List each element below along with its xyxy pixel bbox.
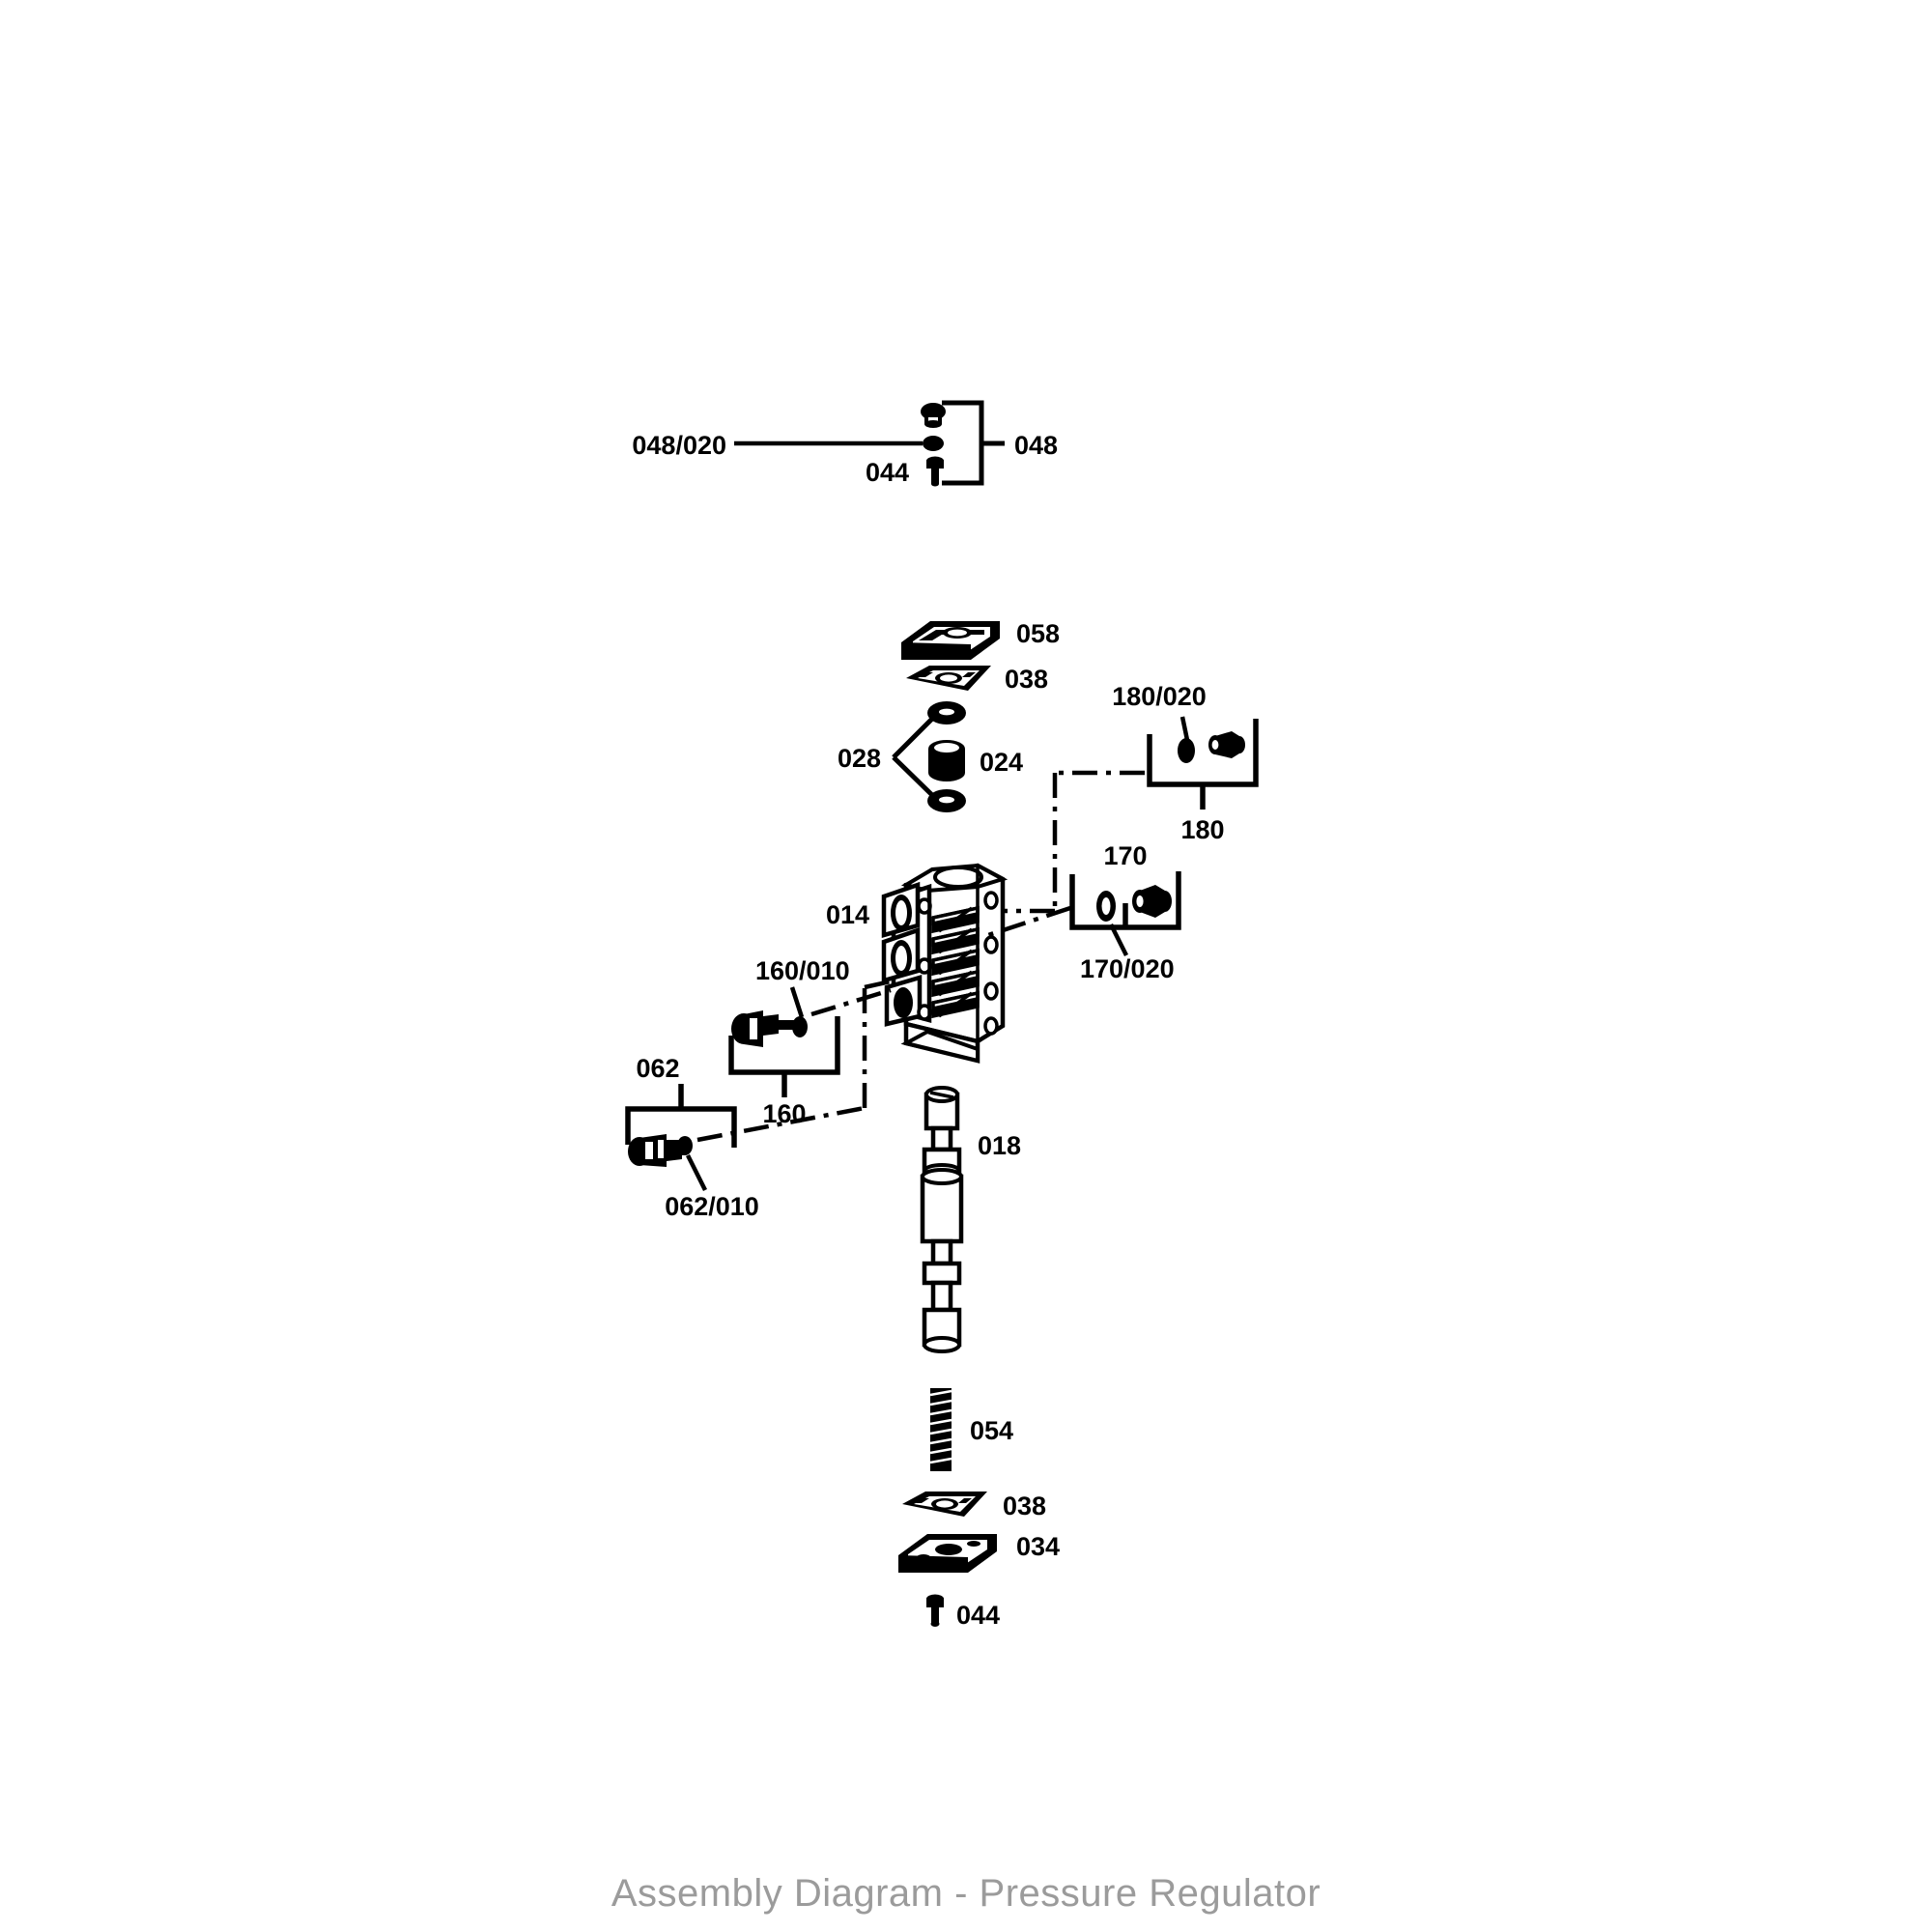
label-048: 048 [1014, 431, 1058, 460]
leader-chain-160 [810, 987, 892, 1017]
label-044-top: 044 [866, 458, 909, 487]
leader-170-020 [1108, 923, 1129, 957]
label-024: 024 [980, 748, 1023, 777]
label-160: 160 [762, 1099, 806, 1128]
label-018: 018 [978, 1131, 1021, 1160]
label-054: 054 [970, 1416, 1013, 1445]
part-062-010-oring [677, 1136, 693, 1155]
label-062: 062 [636, 1054, 679, 1083]
label-028: 028 [838, 744, 881, 773]
leader-chain-170 [987, 905, 1071, 938]
leader-160-010 [789, 986, 805, 1018]
label-038-bot: 038 [1003, 1492, 1046, 1520]
part-028-oring-lower [927, 789, 966, 812]
label-048-020: 048/020 [632, 431, 726, 460]
part-038-gasket-bottom [902, 1492, 987, 1517]
part-group-160 [728, 986, 840, 1097]
part-028-oring-upper [927, 701, 966, 724]
leader-062-010 [685, 1153, 708, 1192]
part-180-fitting [1208, 731, 1245, 758]
leader-180-020 [1179, 716, 1190, 741]
part-group-048 [734, 400, 1005, 486]
part-180-020-oring [1178, 738, 1195, 763]
part-014-valve-body [881, 863, 1009, 1064]
label-058: 058 [1016, 619, 1060, 648]
part-048-plug [921, 403, 946, 428]
part-160-sensor [731, 1010, 802, 1047]
label-170-020: 170/020 [1080, 954, 1175, 983]
part-038-gasket-top [906, 666, 991, 691]
part-170-fitting [1132, 885, 1172, 918]
part-group-170 [1069, 871, 1181, 957]
part-group-028-024 [892, 701, 966, 812]
label-014: 014 [826, 900, 869, 929]
label-170: 170 [1103, 841, 1147, 870]
part-160-010-oring [792, 1016, 808, 1037]
part-170-020-oring [1096, 891, 1116, 922]
label-034: 034 [1016, 1532, 1060, 1561]
part-054-spring [929, 1388, 952, 1471]
part-048-020-dot [923, 436, 944, 451]
part-group-180 [1147, 716, 1259, 810]
label-062-010: 062/010 [665, 1192, 759, 1221]
part-044-bolt-bottom [926, 1594, 944, 1627]
label-044-bot: 044 [956, 1601, 1000, 1630]
part-024-spacer [928, 740, 965, 781]
part-group-062 [625, 1084, 737, 1192]
part-018-valve-spool [920, 1086, 964, 1353]
label-038-top: 038 [1005, 665, 1048, 694]
label-160-010: 160/010 [755, 956, 850, 985]
label-180-020: 180/020 [1112, 682, 1207, 711]
label-180: 180 [1180, 815, 1224, 844]
diagram-caption: Assembly Diagram - Pressure Regulator [611, 1872, 1321, 1915]
leader-chain-062 [696, 979, 892, 1143]
part-058-cover-plate [901, 621, 1000, 660]
part-034-cover-plate [898, 1534, 997, 1573]
part-044-bolt-top [926, 456, 944, 487]
part-062-plug [628, 1134, 686, 1167]
